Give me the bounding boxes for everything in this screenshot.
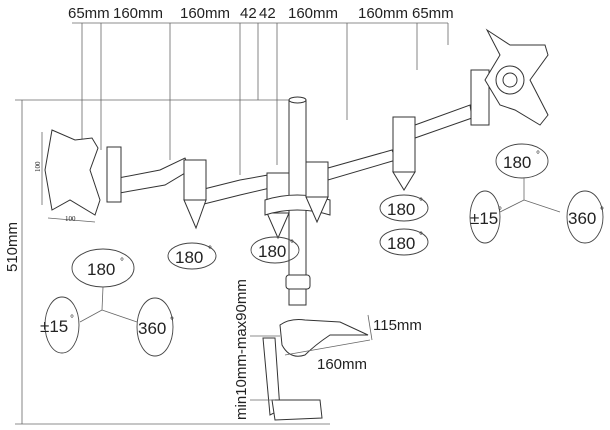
left-arm [106,146,331,240]
dim-label: 160mm [113,5,163,22]
rotation-value: 180 [387,200,415,219]
degree-symbol: ° [70,314,74,325]
degree-symbol: ° [498,206,502,217]
degree-symbol: ° [208,245,212,256]
degree-symbol: ° [120,257,124,268]
desk-clamp: 115mm 160mm min10mm-max90mm [233,279,422,421]
left-vesa-plate: 100 100 [34,129,101,223]
degree-symbol: ° [419,197,423,208]
dim-label: 160mm [358,5,408,22]
vesa-height-label: 100 [34,161,42,172]
rotation-right-head: 180 ° ±15 ° 360 ° [469,143,604,244]
rotation-left-head: 180 ° ±15 ° 360 ° [40,248,174,357]
dim-label: 160mm [288,5,338,22]
degree-symbol: ° [170,316,174,327]
degree-symbol: ° [536,150,540,161]
rotation-value: 180 [387,234,415,253]
desk-thickness-label: min10mm-max90mm [233,279,250,420]
rotation-arm-right-upper: 180 ° [379,194,429,222]
top-dimension-labels: 65mm 160mm 160mm 42 42 160mm 160mm 65mm [68,5,454,22]
right-arm [305,69,490,224]
degree-symbol: ° [600,206,604,217]
tilt-value: ±15 [470,209,498,228]
rotation-value: 180 [175,248,203,267]
rotate-value: 360 [138,319,166,338]
rotation-arm-right-lower: 180 ° [379,228,429,256]
dim-label: 42 [259,5,276,22]
rotation-arm-left: 180 ° [167,242,217,270]
dim-label: 160mm [180,5,230,22]
height-dimension: 510mm [4,99,330,425]
degree-symbol: ° [419,231,423,242]
rotation-value: 180 [258,242,286,261]
pan-value: 180 [503,153,531,172]
degree-symbol: ° [290,239,294,250]
rotation-arm-center: 180 ° [250,236,300,264]
vesa-width-label: 100 [65,215,76,223]
pan-value: 180 [87,260,115,279]
rotate-value: 360 [568,209,596,228]
tilt-value: ±15 [40,317,68,336]
dim-label: 65mm [68,5,110,22]
clamp-length-label: 160mm [317,356,367,373]
dim-label: 65mm [412,5,454,22]
height-label: 510mm [4,222,21,272]
right-vesa-plate [484,28,549,126]
clamp-depth-label: 115mm [373,317,422,334]
dim-label: 42 [240,5,257,22]
top-dimension-lines [72,22,449,175]
